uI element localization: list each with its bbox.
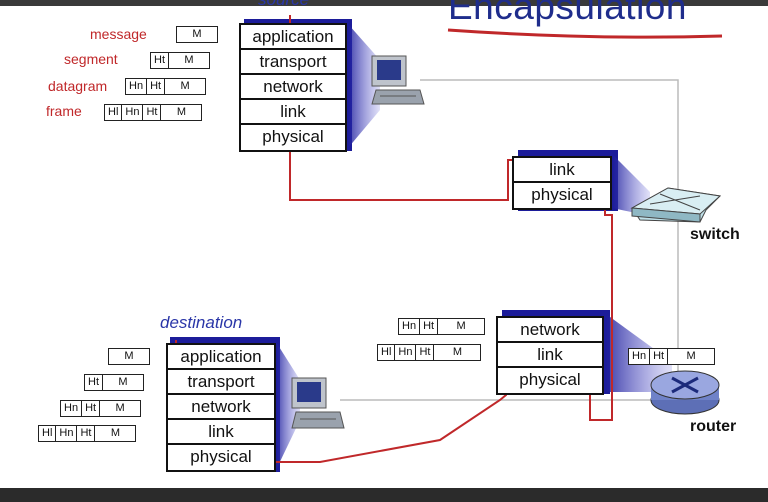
payload-m: M [164, 79, 205, 94]
packet-path [175, 15, 613, 463]
top-bar [0, 0, 768, 6]
payload-m: M [433, 345, 480, 360]
router-layer-physical: physical [519, 370, 581, 389]
payload-m: M [99, 401, 140, 416]
payload-m: M [94, 426, 135, 441]
switch-icon [630, 187, 722, 223]
header-hn: Hn [394, 345, 415, 360]
header-ht: Ht [146, 79, 164, 94]
source-layer-transport: transport [241, 50, 345, 75]
header-hl: Hl [381, 346, 392, 358]
header-ht: Ht [88, 376, 99, 388]
payload-m: M [168, 53, 209, 68]
payload-m: M [192, 28, 202, 40]
header-ht: Ht [81, 401, 99, 416]
source-protocol-stack: application transport network link physi… [239, 23, 347, 152]
dest-frame-packet: Hl Hn Ht M [38, 425, 137, 442]
dest-message-packet: M [108, 348, 150, 365]
dest-layer-network: network [168, 395, 274, 420]
dest-segment-packet: Ht M [84, 374, 144, 391]
payload-m: M [437, 319, 484, 334]
source-label: source [258, 0, 309, 10]
router-layer-network: network [498, 318, 602, 343]
header-hn: Hn [129, 80, 144, 92]
bottom-bar [0, 488, 768, 502]
switch-layer-physical: physical [531, 185, 593, 204]
legend-segment-label: segment [64, 51, 118, 67]
router-label: router [690, 418, 737, 435]
router-out-datagram: Hn Ht M [628, 348, 716, 365]
payload-m: M [160, 105, 201, 120]
source-layer-physical: physical [262, 127, 324, 146]
header-hl: Hl [108, 106, 119, 118]
destination-computer-icon [291, 377, 345, 429]
header-ht: Ht [154, 54, 165, 66]
legend-datagram-label: datagram [48, 78, 108, 94]
header-ht: Ht [415, 345, 433, 360]
legend-message-packet: M [176, 26, 218, 43]
router-icon [650, 370, 720, 415]
switch-label: switch [690, 226, 740, 243]
switch-beam [612, 154, 650, 216]
switch-protocol-stack: link physical [512, 156, 612, 210]
header-ht: Ht [649, 349, 667, 364]
destination-protocol-stack: application transport network link physi… [166, 343, 276, 472]
header-ht: Ht [76, 426, 94, 441]
source-beam [348, 24, 380, 148]
source-computer-icon [371, 55, 425, 105]
header-hn: Hn [632, 350, 647, 362]
dest-beam [276, 342, 300, 470]
payload-m: M [667, 349, 714, 364]
legend-frame-label: frame [46, 103, 82, 119]
header-hl: Hl [42, 427, 53, 439]
legend-segment-packet: Ht M [150, 52, 210, 69]
source-layer-link: link [241, 100, 345, 125]
link-source-switch [420, 79, 679, 195]
source-layer-application: application [241, 25, 345, 50]
dest-layer-link: link [168, 420, 274, 445]
switch-layer-link: link [514, 158, 610, 183]
router-layer-link: link [498, 343, 602, 368]
page-title: Encapsulation [448, 0, 687, 27]
router-protocol-stack: network link physical [496, 316, 604, 395]
router-in-frame: Hl Hn Ht M [377, 344, 482, 361]
legend-datagram-packet: Hn Ht M [125, 78, 207, 95]
dest-layer-physical: physical [190, 447, 252, 466]
dest-layer-application: application [168, 345, 274, 370]
header-hn: Hn [55, 426, 76, 441]
header-hn: Hn [402, 320, 417, 332]
dest-layer-transport: transport [168, 370, 274, 395]
header-hn: Hn [64, 402, 79, 414]
payload-m: M [124, 350, 134, 362]
destination-label: destination [160, 313, 243, 332]
legend-frame-packet: Hl Hn Ht M [104, 104, 203, 121]
title-underline [447, 28, 723, 39]
router-in-datagram: Hn Ht M [398, 318, 486, 335]
header-ht: Ht [142, 105, 160, 120]
dest-datagram-packet: Hn Ht M [60, 400, 142, 417]
header-ht: Ht [419, 319, 437, 334]
payload-m: M [102, 375, 143, 390]
legend-message-label: message [90, 26, 147, 42]
header-hn: Hn [121, 105, 142, 120]
source-layer-network: network [241, 75, 345, 100]
